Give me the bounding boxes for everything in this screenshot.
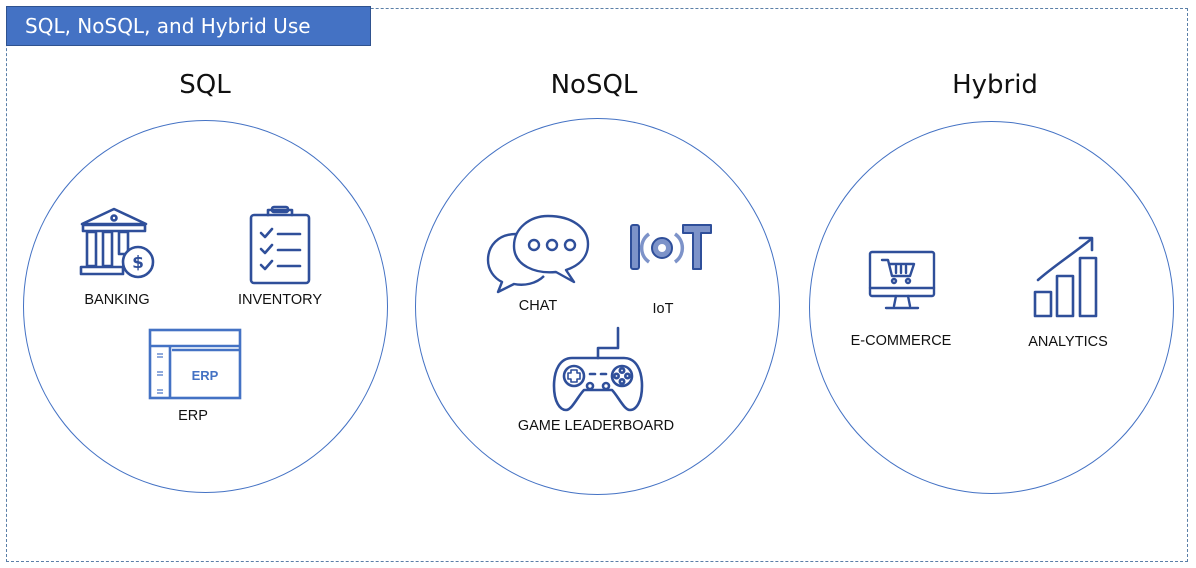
label-iot: IoT <box>652 301 674 317</box>
label-banking: BANKING <box>84 292 150 308</box>
heading-nosql: NoSQL <box>550 70 638 100</box>
label-game-leaderboard: GAME LEADERBOARD <box>517 418 675 434</box>
diagram-title: SQL, NoSQL, and Hybrid Use Cases <box>6 6 371 76</box>
erp-window-icon: ERP <box>148 328 242 400</box>
chat-bubbles-icon <box>486 214 590 294</box>
circle-sql <box>23 120 388 493</box>
label-e-commerce: E-COMMERCE <box>850 333 952 349</box>
heading-sql: SQL <box>179 70 231 100</box>
bank-icon: $ <box>79 207 155 279</box>
label-erp: ERP <box>178 408 208 424</box>
heading-hybrid: Hybrid <box>952 70 1038 100</box>
diagram-frame <box>6 8 1188 562</box>
bar-chart-growth-icon <box>1033 236 1098 318</box>
circle-nosql <box>415 118 780 495</box>
monitor-cart-icon <box>868 250 936 310</box>
game-controller-icon <box>552 326 644 412</box>
label-chat: CHAT <box>518 298 558 314</box>
clipboard-checklist-icon <box>249 205 311 285</box>
svg-text:$: $ <box>132 253 144 273</box>
label-inventory: INVENTORY <box>237 292 323 308</box>
iot-icon <box>630 224 712 270</box>
erp-icon-text: ERP <box>192 368 219 383</box>
label-analytics: ANALYTICS <box>1028 334 1108 350</box>
circle-hybrid <box>809 121 1174 494</box>
